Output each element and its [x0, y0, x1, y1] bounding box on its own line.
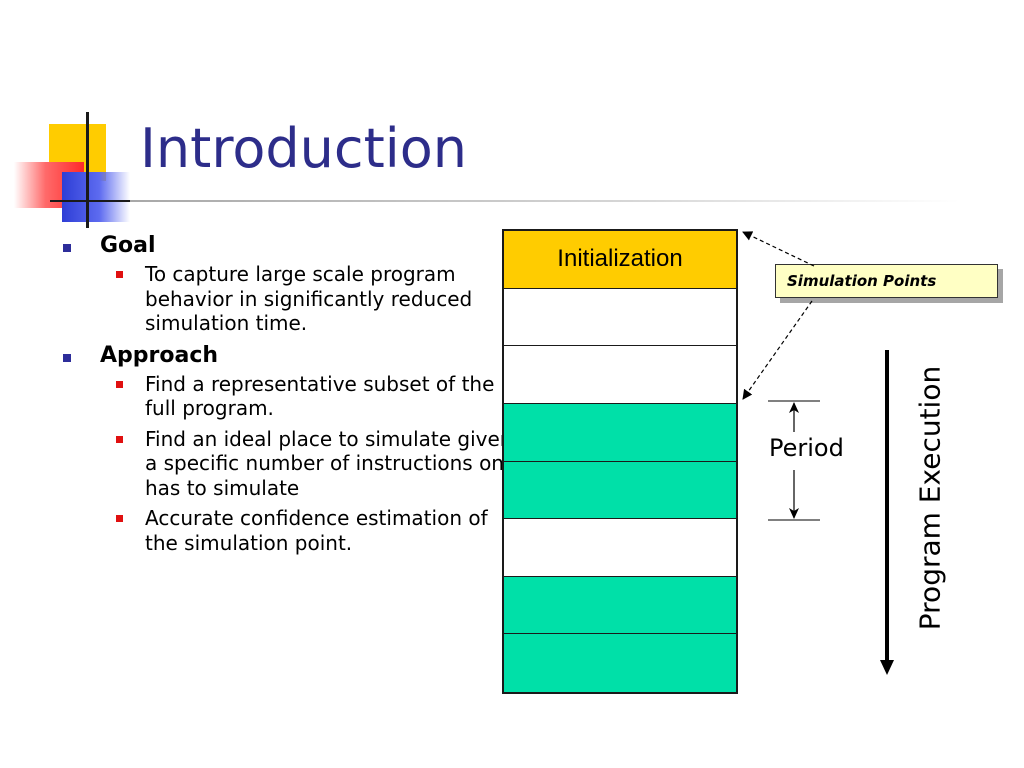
- execution-row-initialization: Initialization: [504, 231, 736, 289]
- execution-row-simulation: [504, 634, 736, 692]
- square-bullet-icon: [116, 515, 123, 522]
- simulation-points-callout: Simulation Points: [775, 264, 998, 298]
- period-label: Period: [769, 434, 844, 462]
- execution-arrow-head: [880, 660, 894, 675]
- program-execution-table: Initialization: [502, 229, 738, 694]
- bullet-heading: Approach: [100, 342, 219, 368]
- execution-row-simulation: [504, 461, 736, 520]
- execution-row-simulation: [504, 576, 736, 635]
- execution-row: [504, 519, 736, 577]
- sub-bullet-text: Accurate confidence estimation of the si…: [145, 506, 488, 555]
- sub-bullet: Accurate confidence estimation of the si…: [100, 506, 525, 555]
- sub-bullet-list: To capture large scale program behavior …: [100, 262, 498, 336]
- sub-bullet: Find a representative subset of the full…: [100, 372, 525, 421]
- title-divider: [130, 200, 960, 202]
- square-bullet-icon: [63, 353, 71, 362]
- sub-bullet: Find an ideal place to simulate given a …: [100, 427, 525, 501]
- sub-bullet-text: Find a representative subset of the full…: [145, 371, 495, 421]
- callout-label: Simulation Points: [787, 272, 937, 290]
- logo-horizontal-line: [50, 200, 200, 202]
- slide-logo: [0, 0, 200, 235]
- sub-bullet-text: To capture large scale program behavior …: [145, 262, 473, 335]
- callout-pointer-arrow: [742, 231, 815, 267]
- bullet-goal: Goal To capture large scale program beha…: [58, 232, 498, 336]
- square-bullet-icon: [116, 435, 123, 443]
- program-execution-label: Program Execution: [913, 365, 947, 631]
- square-bullet-icon: [63, 244, 71, 252]
- logo-vertical-line: [86, 112, 89, 228]
- logo-blue-square: [62, 172, 130, 222]
- bullet-heading: Goal: [100, 233, 156, 258]
- execution-row-simulation: [504, 403, 736, 462]
- square-bullet-icon: [116, 271, 123, 278]
- bullet-list: Goal To capture large scale program beha…: [58, 232, 516, 561]
- sub-bullet-text: Find an ideal place to simulate given a …: [145, 426, 517, 500]
- execution-row: [504, 288, 736, 347]
- sub-bullet: To capture large scale program behavior …: [100, 262, 525, 336]
- bullet-approach: Approach Find a representative subset of…: [58, 342, 516, 556]
- square-bullet-icon: [116, 380, 123, 388]
- slide-title: Introduction: [140, 117, 468, 180]
- callout-pointer-arrow: [742, 300, 813, 400]
- execution-row: [504, 346, 736, 404]
- sub-bullet-list: Find a representative subset of the full…: [100, 372, 516, 556]
